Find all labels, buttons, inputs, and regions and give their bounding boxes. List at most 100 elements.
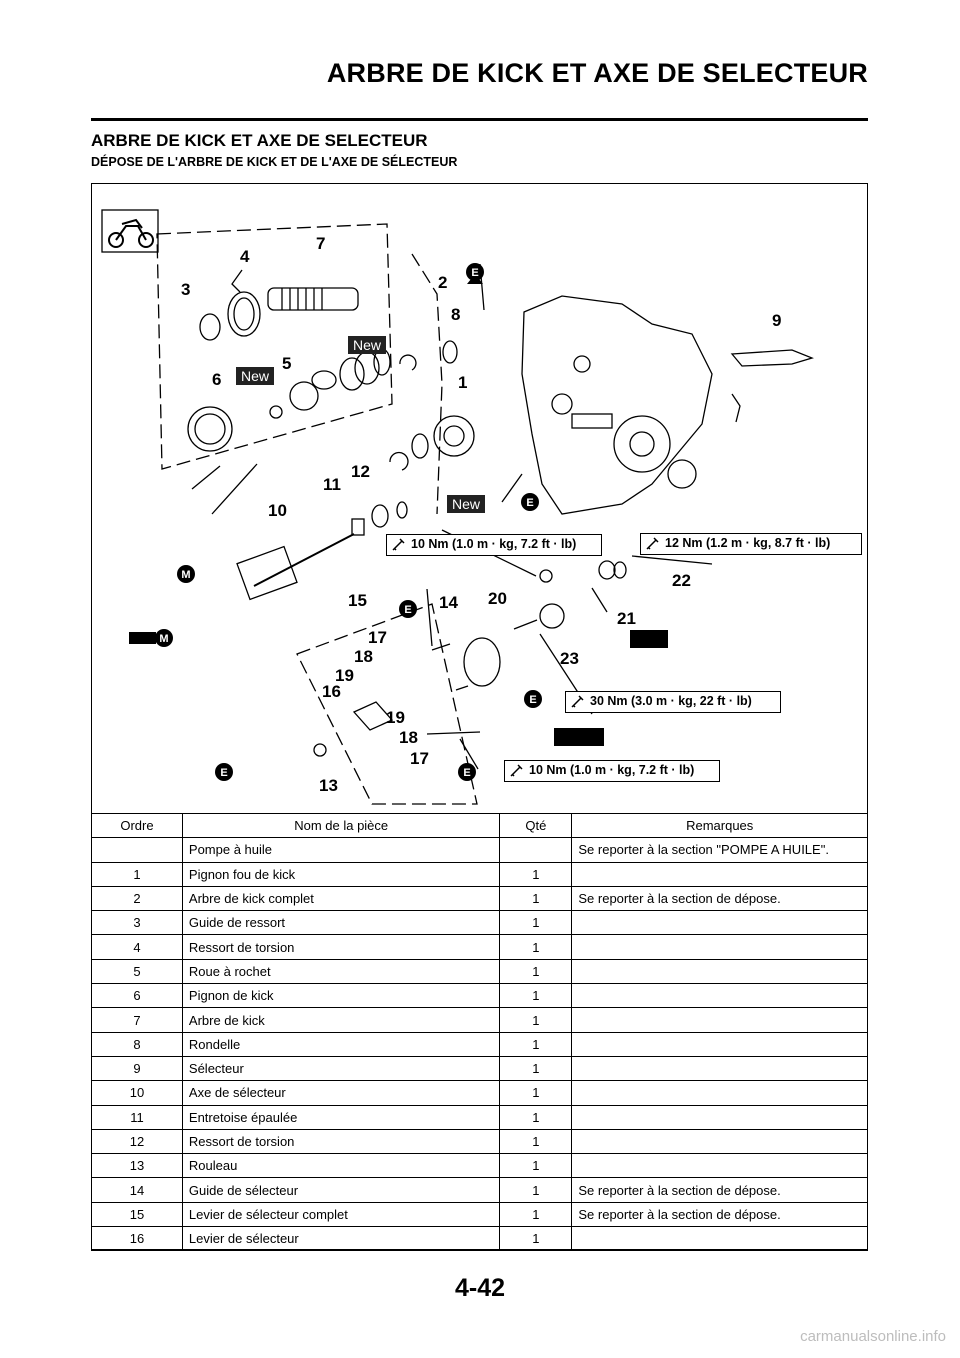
cell-name: Levier de sélecteur complet [181, 1201, 501, 1228]
svg-text:M: M [159, 633, 168, 645]
callout-19-a: 19 [335, 666, 354, 685]
callout-15: 15 [348, 591, 367, 610]
callout-8: 8 [451, 305, 461, 324]
cell-order: 4 [91, 934, 183, 960]
callout-16: 16 [322, 682, 341, 701]
cell-name: Ressort de torsion [181, 934, 501, 960]
cell-remark [571, 934, 868, 960]
collar [351, 518, 365, 536]
cell-qty: 1 [499, 1080, 573, 1106]
svg-text:E: E [471, 267, 478, 279]
callout-5: 5 [282, 354, 292, 373]
cell-order: 15 [91, 1201, 183, 1228]
cell-order [91, 837, 183, 863]
cell-qty: 1 [499, 910, 573, 936]
cell-qty: 1 [499, 861, 573, 887]
callout-18-b: 18 [399, 728, 418, 747]
cell-remark: Se reporter à la section de dépose. [571, 1177, 868, 1203]
page-header-title: ARBRE DE KICK ET AXE DE SELECTEUR [326, 58, 868, 88]
cell-qty: 1 [499, 1201, 573, 1228]
shift-shaft [253, 533, 355, 587]
cell-remark [571, 1055, 868, 1082]
cell-qty: 1 [499, 1226, 573, 1252]
svg-text:E: E [463, 767, 470, 779]
col-header-qte: Qté [499, 812, 573, 839]
cell-order: 10 [91, 1080, 183, 1106]
parts-table-header: Ordre Nom de la pièce Qté Remarques [91, 812, 868, 839]
col-header-ordre: Ordre [91, 812, 183, 839]
cell-qty: 1 [499, 934, 573, 960]
cell-remark [571, 1007, 868, 1033]
cell-qty [499, 837, 573, 863]
e-symbol-top: E [466, 244, 484, 284]
callout-3: 3 [181, 280, 191, 299]
cell-qty: 1 [499, 958, 573, 985]
callout-10: 10 [268, 501, 287, 520]
cell-name: Pignon fou de kick [181, 861, 501, 887]
washer [442, 340, 458, 364]
e-symbol-guide: E [524, 690, 542, 708]
segment [539, 603, 565, 629]
callout-9: 9 [772, 311, 782, 330]
cell-remark [571, 861, 868, 887]
section-subtitle: DÉPOSE DE L'ARBRE DE KICK ET DE L'AXE DE… [91, 155, 458, 169]
shift-guide [463, 637, 501, 687]
callout-23: 23 [560, 649, 579, 668]
torque-spec-3: 30 Nm (3.0 m · kg, 22 ft · lb) [565, 691, 781, 713]
callout-17-b: 17 [410, 749, 429, 768]
roller [313, 743, 327, 757]
callout-12: 12 [351, 462, 370, 481]
callout-13: 13 [319, 776, 338, 795]
cell-remark: Se reporter à la section de dépose. [571, 885, 868, 912]
cell-qty: 1 [499, 885, 573, 912]
m-symbol-2: M [129, 629, 173, 647]
shift-shaft-lever [236, 545, 298, 601]
cell-remark: Se reporter à la section "POMPE A HUILE"… [571, 837, 868, 863]
e-symbol-roller: E [215, 763, 233, 781]
cell-qty: 1 [499, 1128, 573, 1155]
tool-graphic-2 [554, 728, 604, 746]
cell-remark [571, 1080, 868, 1106]
cell-remark [571, 910, 868, 936]
callout-17-a: 17 [368, 628, 387, 647]
wrench-icon [571, 695, 584, 708]
m-symbol-1: M [177, 565, 195, 583]
callout-20: 20 [488, 589, 507, 608]
cell-name: Rouleau [181, 1153, 501, 1179]
spring-guide [199, 313, 221, 341]
e-symbol-lever: E [458, 763, 476, 781]
tool-graphic-1 [630, 630, 668, 648]
torsion-spring [227, 291, 261, 337]
new-tag-circlip: New [348, 336, 387, 354]
wrench-icon [510, 764, 523, 777]
torque-spec-2: 12 Nm (1.2 m · kg, 8.7 ft · lb) [640, 533, 862, 555]
cell-qty: 1 [499, 1055, 573, 1082]
cell-name: Guide de ressort [181, 910, 501, 936]
cell-order: 5 [91, 958, 183, 985]
svg-text:E: E [529, 694, 536, 706]
cell-order: 2 [91, 885, 183, 912]
callout-6: 6 [212, 370, 222, 389]
cell-qty: 1 [499, 1177, 573, 1203]
cell-remark: Se reporter à la section de dépose. [571, 1201, 868, 1228]
cell-name: Pompe à huile [181, 837, 501, 863]
kick-idle-gear [433, 415, 475, 457]
torque-spec-2-text: 12 Nm (1.2 m · kg, 8.7 ft · lb) [665, 536, 831, 550]
kick-group-outline [156, 223, 393, 470]
cell-name: Levier de sélecteur [181, 1226, 501, 1252]
cell-name: Pignon de kick [181, 983, 501, 1009]
cell-name: Ressort de torsion [181, 1128, 501, 1155]
callout-19-b: 19 [386, 708, 405, 727]
cell-order: 13 [91, 1153, 183, 1179]
cell-remark [571, 1226, 868, 1252]
svg-text:E: E [220, 767, 227, 779]
callout-2: 2 [438, 273, 448, 292]
cell-name: Roue à rochet [181, 958, 501, 985]
parts-table: Ordre Nom de la pièce Qté Remarques Pomp… [91, 812, 868, 1252]
cell-name: Guide de sélecteur [181, 1177, 501, 1203]
